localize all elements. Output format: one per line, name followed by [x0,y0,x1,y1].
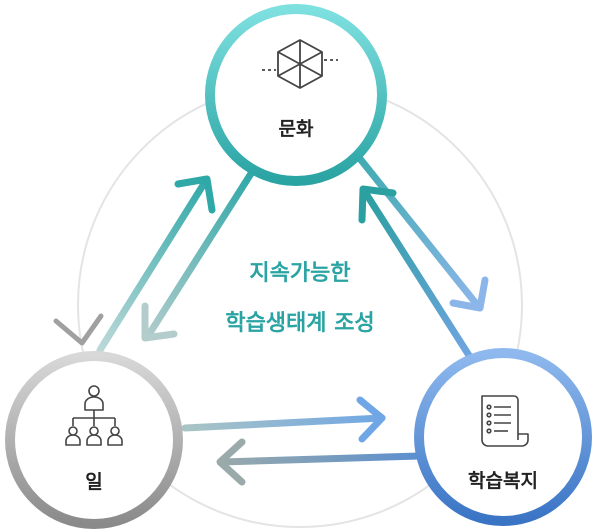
node-work: 일 [5,351,183,529]
arrow-work-to-welfare [181,396,386,443]
node-welfare: 학습복지 [414,348,592,526]
center-title-line1: 지속가능한 [249,261,350,286]
node-work-label: 일 [85,471,102,493]
center-title-line2: 학습생태계 조성 [225,311,374,336]
node-welfare-label: 학습복지 [468,470,538,492]
arrow-welfare-to-culture [358,185,474,361]
org-chart-icon [65,385,123,446]
hexagon-cube-icon [262,39,338,89]
arrow-work-to-culture [96,175,216,354]
node-culture: 문화 [205,4,387,186]
node-culture-label: 문화 [279,118,314,140]
arrow-culture-to-work [141,168,256,342]
arrow-welfare-to-work [216,438,424,486]
document-list-icon [481,395,529,447]
ring-arrowhead [53,313,104,346]
arrow-culture-to-welfare [341,136,489,312]
